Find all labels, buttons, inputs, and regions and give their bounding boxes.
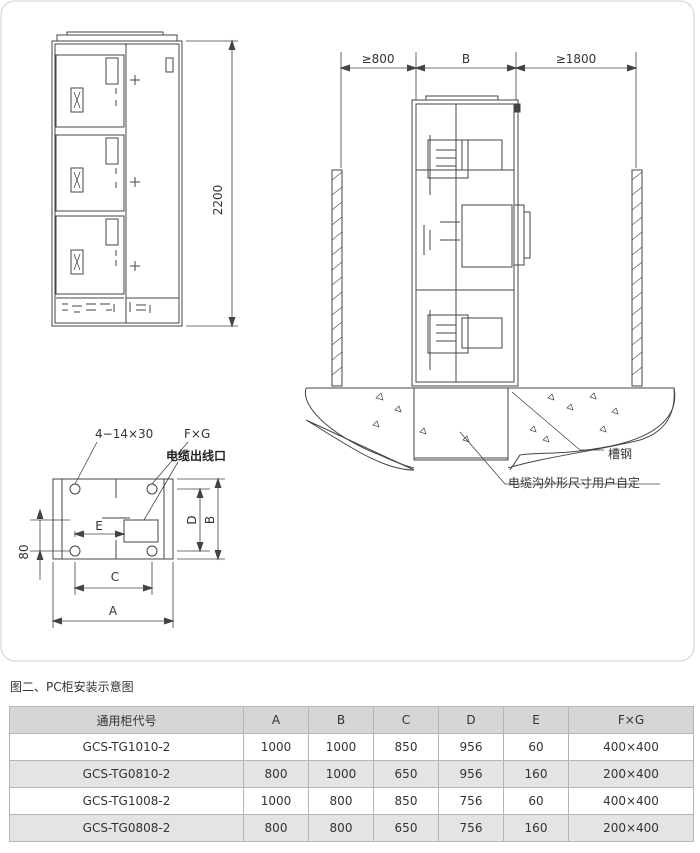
table-cell: 800 bbox=[308, 814, 374, 842]
table-cell: GCS-TG1008-2 bbox=[9, 787, 244, 815]
side-dim-left: ≥800 bbox=[362, 52, 395, 66]
table-cell: 1000 bbox=[243, 787, 309, 815]
mounting-holes-label: 4−14×30 bbox=[95, 427, 153, 441]
cable-trench-label: 电缆沟外形尺寸用户自定 bbox=[508, 475, 640, 490]
front-height-dim: 2200 bbox=[211, 185, 225, 216]
table-cell: 756 bbox=[438, 814, 504, 842]
table-cell: 200×400 bbox=[568, 760, 694, 788]
table-cell: 800 bbox=[308, 787, 374, 815]
table-header-row: 通用柜代号 A B C D E F×G bbox=[9, 706, 694, 734]
side-dim-right: ≥1800 bbox=[556, 52, 597, 66]
table-row: GCS-TG0810-2 800 1000 650 956 160 200×40… bbox=[9, 760, 694, 788]
header-cell-b: B bbox=[308, 706, 374, 734]
cable-outlet-label: 电缆出线口 bbox=[166, 448, 226, 463]
front-view bbox=[51, 31, 238, 328]
table-cell: GCS-TG1010-2 bbox=[9, 733, 244, 761]
table-cell: 650 bbox=[373, 814, 439, 842]
table-cell: 650 bbox=[373, 760, 439, 788]
figure-caption: 图二、PC柜安装示意图 bbox=[10, 680, 134, 694]
table-row: GCS-TG0808-2 800 800 650 756 160 200×400 bbox=[9, 814, 694, 842]
table-cell: 956 bbox=[438, 760, 504, 788]
table-cell: 850 bbox=[373, 733, 439, 761]
table-cell: 200×400 bbox=[568, 814, 694, 842]
spec-table: 通用柜代号 A B C D E F×G GCS-TG1010-2 1000 10… bbox=[9, 706, 694, 842]
table-cell: GCS-TG0810-2 bbox=[9, 760, 244, 788]
header-cell-c: C bbox=[373, 706, 439, 734]
side-view bbox=[304, 52, 676, 485]
table-row: GCS-TG1010-2 1000 1000 850 956 60 400×40… bbox=[9, 733, 694, 761]
table-cell: 60 bbox=[503, 787, 569, 815]
table-cell: 160 bbox=[503, 814, 569, 842]
side-dim-mid: B bbox=[462, 52, 470, 66]
table-row: GCS-TG1008-2 1000 800 850 756 60 400×400 bbox=[9, 787, 694, 815]
base-plan bbox=[30, 441, 225, 628]
table-cell: 800 bbox=[243, 760, 309, 788]
table-cell: 400×400 bbox=[568, 787, 694, 815]
dim-d: D bbox=[185, 515, 199, 524]
header-cell-a: A bbox=[243, 706, 309, 734]
dim-c: C bbox=[111, 570, 119, 584]
installation-drawing: 2200 bbox=[0, 0, 695, 662]
table-cell: 60 bbox=[503, 733, 569, 761]
table-cell: 1000 bbox=[308, 733, 374, 761]
table-cell: 400×400 bbox=[568, 733, 694, 761]
header-cell-fxg: F×G bbox=[568, 706, 694, 734]
table-cell: 956 bbox=[438, 733, 504, 761]
dim-80: 80 bbox=[17, 544, 31, 559]
dim-a: A bbox=[109, 604, 118, 618]
dim-e: E bbox=[95, 519, 103, 533]
table-cell: 160 bbox=[503, 760, 569, 788]
table-cell: 800 bbox=[243, 814, 309, 842]
channel-steel-label: 槽钢 bbox=[608, 447, 632, 461]
table-cell: 1000 bbox=[243, 733, 309, 761]
header-cell-e: E bbox=[503, 706, 569, 734]
table-cell: 850 bbox=[373, 787, 439, 815]
table-cell: GCS-TG0808-2 bbox=[9, 814, 244, 842]
drawing-frame bbox=[0, 0, 695, 662]
table-cell: 1000 bbox=[308, 760, 374, 788]
dim-b: B bbox=[203, 516, 217, 524]
table-cell: 756 bbox=[438, 787, 504, 815]
header-cell-code: 通用柜代号 bbox=[9, 706, 244, 734]
drawing-svg: 2200 bbox=[0, 0, 695, 662]
header-cell-d: D bbox=[438, 706, 504, 734]
fxg-label: F×G bbox=[184, 427, 210, 441]
